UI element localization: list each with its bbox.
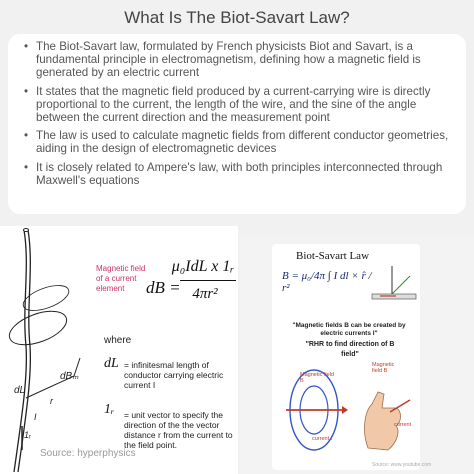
- right-equation: B = μ₀/4π ∫ I dl × r̂ / r²: [282, 270, 372, 294]
- rhr-label-field: Magnetic field B: [300, 372, 334, 384]
- bullet-list: The Biot-Savart law, formulated by Frenc…: [18, 40, 456, 187]
- left-illustration: [0, 226, 238, 474]
- right-source: Source: www.youtube.com: [372, 462, 432, 468]
- dB-line: [73, 357, 81, 377]
- dL-symbol: dL: [104, 356, 119, 371]
- dB-diagram-label: dBₘ: [60, 371, 79, 382]
- dL-description: = infinitesmal length of conductor carry…: [124, 360, 224, 390]
- wire-diagram: [8, 228, 81, 473]
- wire: [17, 229, 32, 473]
- rhr-label-current-2: current: [394, 422, 412, 428]
- bullet-item: The Biot-Savart law, formulated by Frenc…: [24, 40, 456, 80]
- where-label: where: [104, 335, 132, 346]
- rhr-diagram: [286, 369, 411, 451]
- r-vector: [25, 375, 75, 399]
- equation-denominator: 4πr²: [192, 286, 218, 302]
- wire-edge: [13, 229, 28, 473]
- rhr-label-current: current I: [312, 436, 333, 442]
- wire-top: [23, 228, 29, 232]
- equation-lhs: dB =: [146, 278, 181, 297]
- rhr-caption: "RHR to find direction of B field": [305, 341, 395, 358]
- r-vector-right: [391, 275, 411, 295]
- r-diagram-label: r: [50, 396, 53, 406]
- dL-diagram-label: dL: [14, 385, 26, 396]
- vector-diagram: [371, 266, 417, 300]
- bullet-item: It states that the magnetic field produc…: [24, 85, 456, 125]
- one-r-diagram-label: 1ᵣ: [24, 430, 31, 440]
- field-loop: [8, 310, 68, 346]
- red-label: Magnetic field of a current element: [96, 264, 146, 293]
- page-title: What Is The Biot-Savart Law?: [124, 8, 350, 27]
- bullet-item: The law is used to calculate magnetic fi…: [24, 129, 456, 155]
- unit-vector-description: = unit vector to specify the direction o…: [124, 410, 233, 450]
- right-title: Biot-Savart Law: [296, 250, 370, 262]
- equation-numerator: μ₀IdL x 1ᵣ: [171, 258, 235, 275]
- fraction-bar: [180, 280, 236, 281]
- field-loop-2: [22, 285, 70, 311]
- left-source: Source: hyperphysics: [40, 448, 136, 459]
- I-diagram-label: I: [34, 412, 37, 422]
- unit-vector-symbol: 1ᵣ: [104, 402, 115, 417]
- hand: [364, 391, 401, 451]
- summary-card: The Biot-Savart law, formulated by Frenc…: [8, 34, 466, 214]
- thumb-arrow: [389, 399, 411, 413]
- rhr-label-field-2: Magnetic field B: [372, 362, 395, 374]
- right-caption: "Magnetic fields B can be created by ele…: [292, 322, 406, 337]
- bullet-item: It is closely related to Ampere's law, w…: [24, 161, 456, 187]
- current-arrowhead: [342, 406, 348, 414]
